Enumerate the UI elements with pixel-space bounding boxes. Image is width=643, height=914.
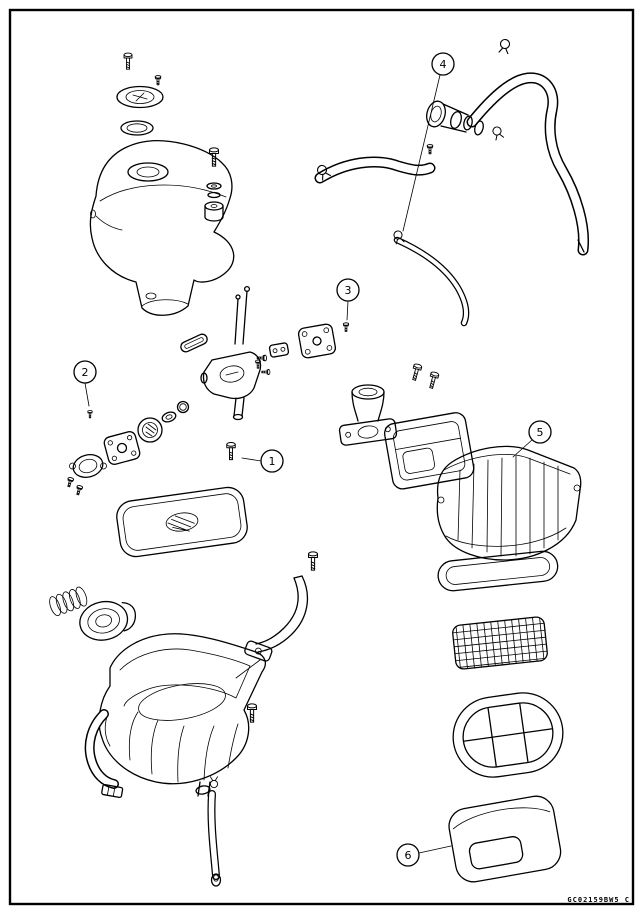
case-gasket [437,550,559,592]
hose-clip [498,38,511,55]
callout-1: 1 [241,449,284,473]
callout-3: 3 [336,278,360,321]
spring-coil [49,586,88,617]
hose-clamp [101,784,124,799]
tank-mount-hardware [204,147,224,222]
page-border [8,8,635,906]
callout-3-label: 3 [345,284,352,297]
fuel-tank [89,140,235,316]
drain-tube [207,776,222,887]
mount-bracket [235,551,318,723]
callout-1-label: 1 [269,455,276,468]
airbox-lower-case [84,633,267,799]
mesh-screen [452,616,549,670]
filter-element [448,795,562,883]
hose-clip [209,776,219,789]
air-duct [338,362,440,446]
callout-5: 5 [512,420,552,458]
fuel-valve-assembly [65,285,350,496]
callout-5-label: 5 [537,426,544,439]
tank-pad-gasket [116,486,248,558]
fuel-cap-assembly [116,52,164,136]
intake-boot [49,586,137,641]
callout-6-label: 6 [405,849,412,862]
airbox-upper-case [436,445,582,561]
fuel-joint [426,100,484,136]
filter-frame [452,692,564,778]
part-code: GC02159BW5 C [567,896,630,904]
callout-2-label: 2 [82,366,89,379]
callout-4-label: 4 [440,58,447,71]
callout-2: 2 [73,360,97,407]
callout-4: 4 [402,52,455,232]
fuel-hose-assembly [314,38,590,327]
airbox-lid [383,412,475,490]
callout-6: 6 [396,843,452,867]
hose-clip [491,125,505,141]
